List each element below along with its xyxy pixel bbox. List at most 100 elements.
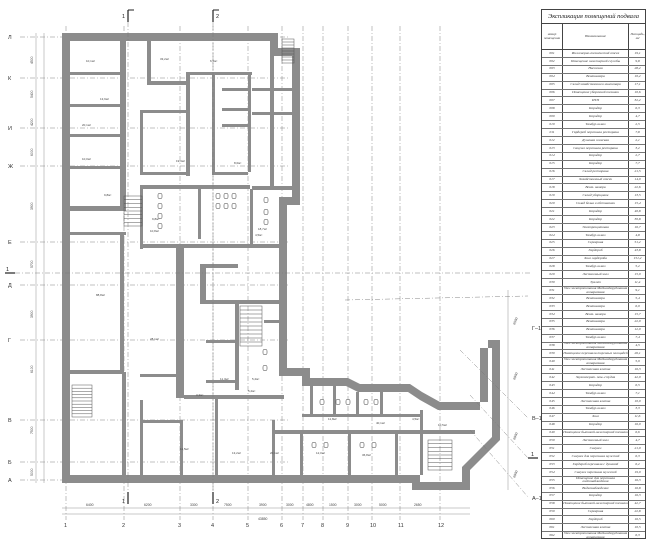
room-area: 19,4м² — [176, 159, 185, 163]
room-name: Помещение бытовой-инженерной техники — [563, 429, 629, 437]
room-area: 10,0м² — [82, 157, 91, 161]
room-area-value: 21,0 — [634, 445, 641, 450]
room-area: 28,1м² — [150, 337, 159, 341]
toilet-fixture — [335, 399, 341, 405]
section-label: 1 — [122, 499, 125, 505]
wall — [180, 420, 183, 475]
room-name: Холл — [563, 413, 629, 421]
room-area: 36,8м² — [362, 453, 371, 457]
axis-col-label: 10 — [370, 523, 376, 529]
room-area-value: 151,2 — [633, 256, 642, 261]
room-number: 053 — [542, 461, 563, 469]
room-number: 033 — [542, 303, 563, 310]
room-area-value: 19,0 — [634, 469, 641, 474]
room-name: Санузел — [563, 445, 629, 453]
axis-row-label: Ж — [8, 164, 13, 170]
wall — [198, 189, 201, 239]
diag-axis — [344, 295, 529, 301]
wall — [70, 134, 120, 137]
room-area: 10,1м² — [86, 59, 95, 63]
room-area-value: 6,2 — [635, 461, 640, 466]
room-number: 054 — [542, 469, 563, 476]
room-number: 052 — [542, 453, 563, 461]
room-name: Тамбур-шлюз — [563, 389, 629, 397]
axis-col-label: 8 — [321, 523, 324, 529]
room-name: Тамбур-шлюз — [563, 263, 629, 271]
wall — [143, 420, 183, 423]
room-name: Склад уборщиков — [563, 192, 629, 200]
axis-col-label: 4 — [211, 523, 214, 529]
room-area: 3,3м² — [196, 393, 203, 397]
room-area-value: 15,0 — [634, 272, 641, 277]
wall — [270, 56, 274, 186]
room-area-value: 16,5 — [634, 517, 641, 522]
overall-dim: 43850 — [258, 517, 268, 521]
room-number: 011 — [542, 129, 563, 136]
room-number: 029 — [542, 271, 563, 279]
room-area-value: 13,5 — [634, 192, 641, 197]
room-area-value: 4,8 — [635, 232, 640, 237]
room-area-value: 43,8 — [634, 248, 641, 253]
wall — [302, 414, 422, 417]
wall — [140, 172, 190, 175]
room-number: 038 — [542, 342, 563, 350]
section-marks: 1 2 1 2 1 1 — [5, 9, 538, 505]
toilet-fixture — [263, 209, 269, 215]
walls — [62, 33, 500, 490]
room-area-value: 16,3 — [634, 493, 641, 498]
room-area-value: 6,3 — [635, 453, 640, 458]
wall — [215, 399, 218, 475]
room-number: 019 — [542, 192, 563, 200]
diag-axis-label: В–1 — [532, 416, 542, 422]
axis-row-label: Г — [8, 338, 11, 344]
bottom-dim: 3900 — [259, 503, 267, 507]
wall — [212, 172, 248, 175]
room-area-value: 21,5 — [634, 169, 641, 174]
wall — [120, 232, 124, 372]
wall — [140, 113, 143, 173]
axis-col-label: 3 — [178, 523, 181, 529]
room-number: 035 — [542, 318, 563, 326]
wall — [264, 320, 284, 323]
left-dim: 3900 — [30, 310, 34, 318]
room-name: Лестничная клетка — [563, 366, 629, 374]
room-name: Коридор — [563, 208, 629, 216]
room-name: Санузел для персонала мужской — [563, 453, 629, 461]
toilet-fixture — [157, 213, 163, 219]
bottom-dim: 3300 — [190, 503, 198, 507]
room-area-value: 15,4 — [634, 200, 641, 205]
wall — [70, 206, 126, 211]
stair-treads — [72, 41, 452, 467]
room-area-value: 10,0 — [634, 398, 641, 403]
section-label: 1 — [531, 452, 534, 458]
room-area-value: 16,3 — [634, 477, 641, 482]
room-number: 030 — [542, 279, 563, 287]
room-number: 034 — [542, 310, 563, 318]
room-number: 044 — [542, 389, 563, 397]
wall — [272, 420, 275, 475]
room-name: Видеонаблюдение — [563, 484, 629, 492]
toilet-fixture — [157, 203, 163, 209]
room-area-value: 4,5 — [635, 343, 640, 348]
room-name: Серверная — [563, 508, 629, 516]
room-number: 004 — [542, 73, 563, 81]
room-area: 20,1м² — [270, 451, 279, 455]
axis-col-label: 12 — [438, 523, 444, 529]
wall — [140, 400, 143, 475]
room-number: 031 — [542, 287, 563, 295]
dimension-lines — [35, 33, 470, 515]
